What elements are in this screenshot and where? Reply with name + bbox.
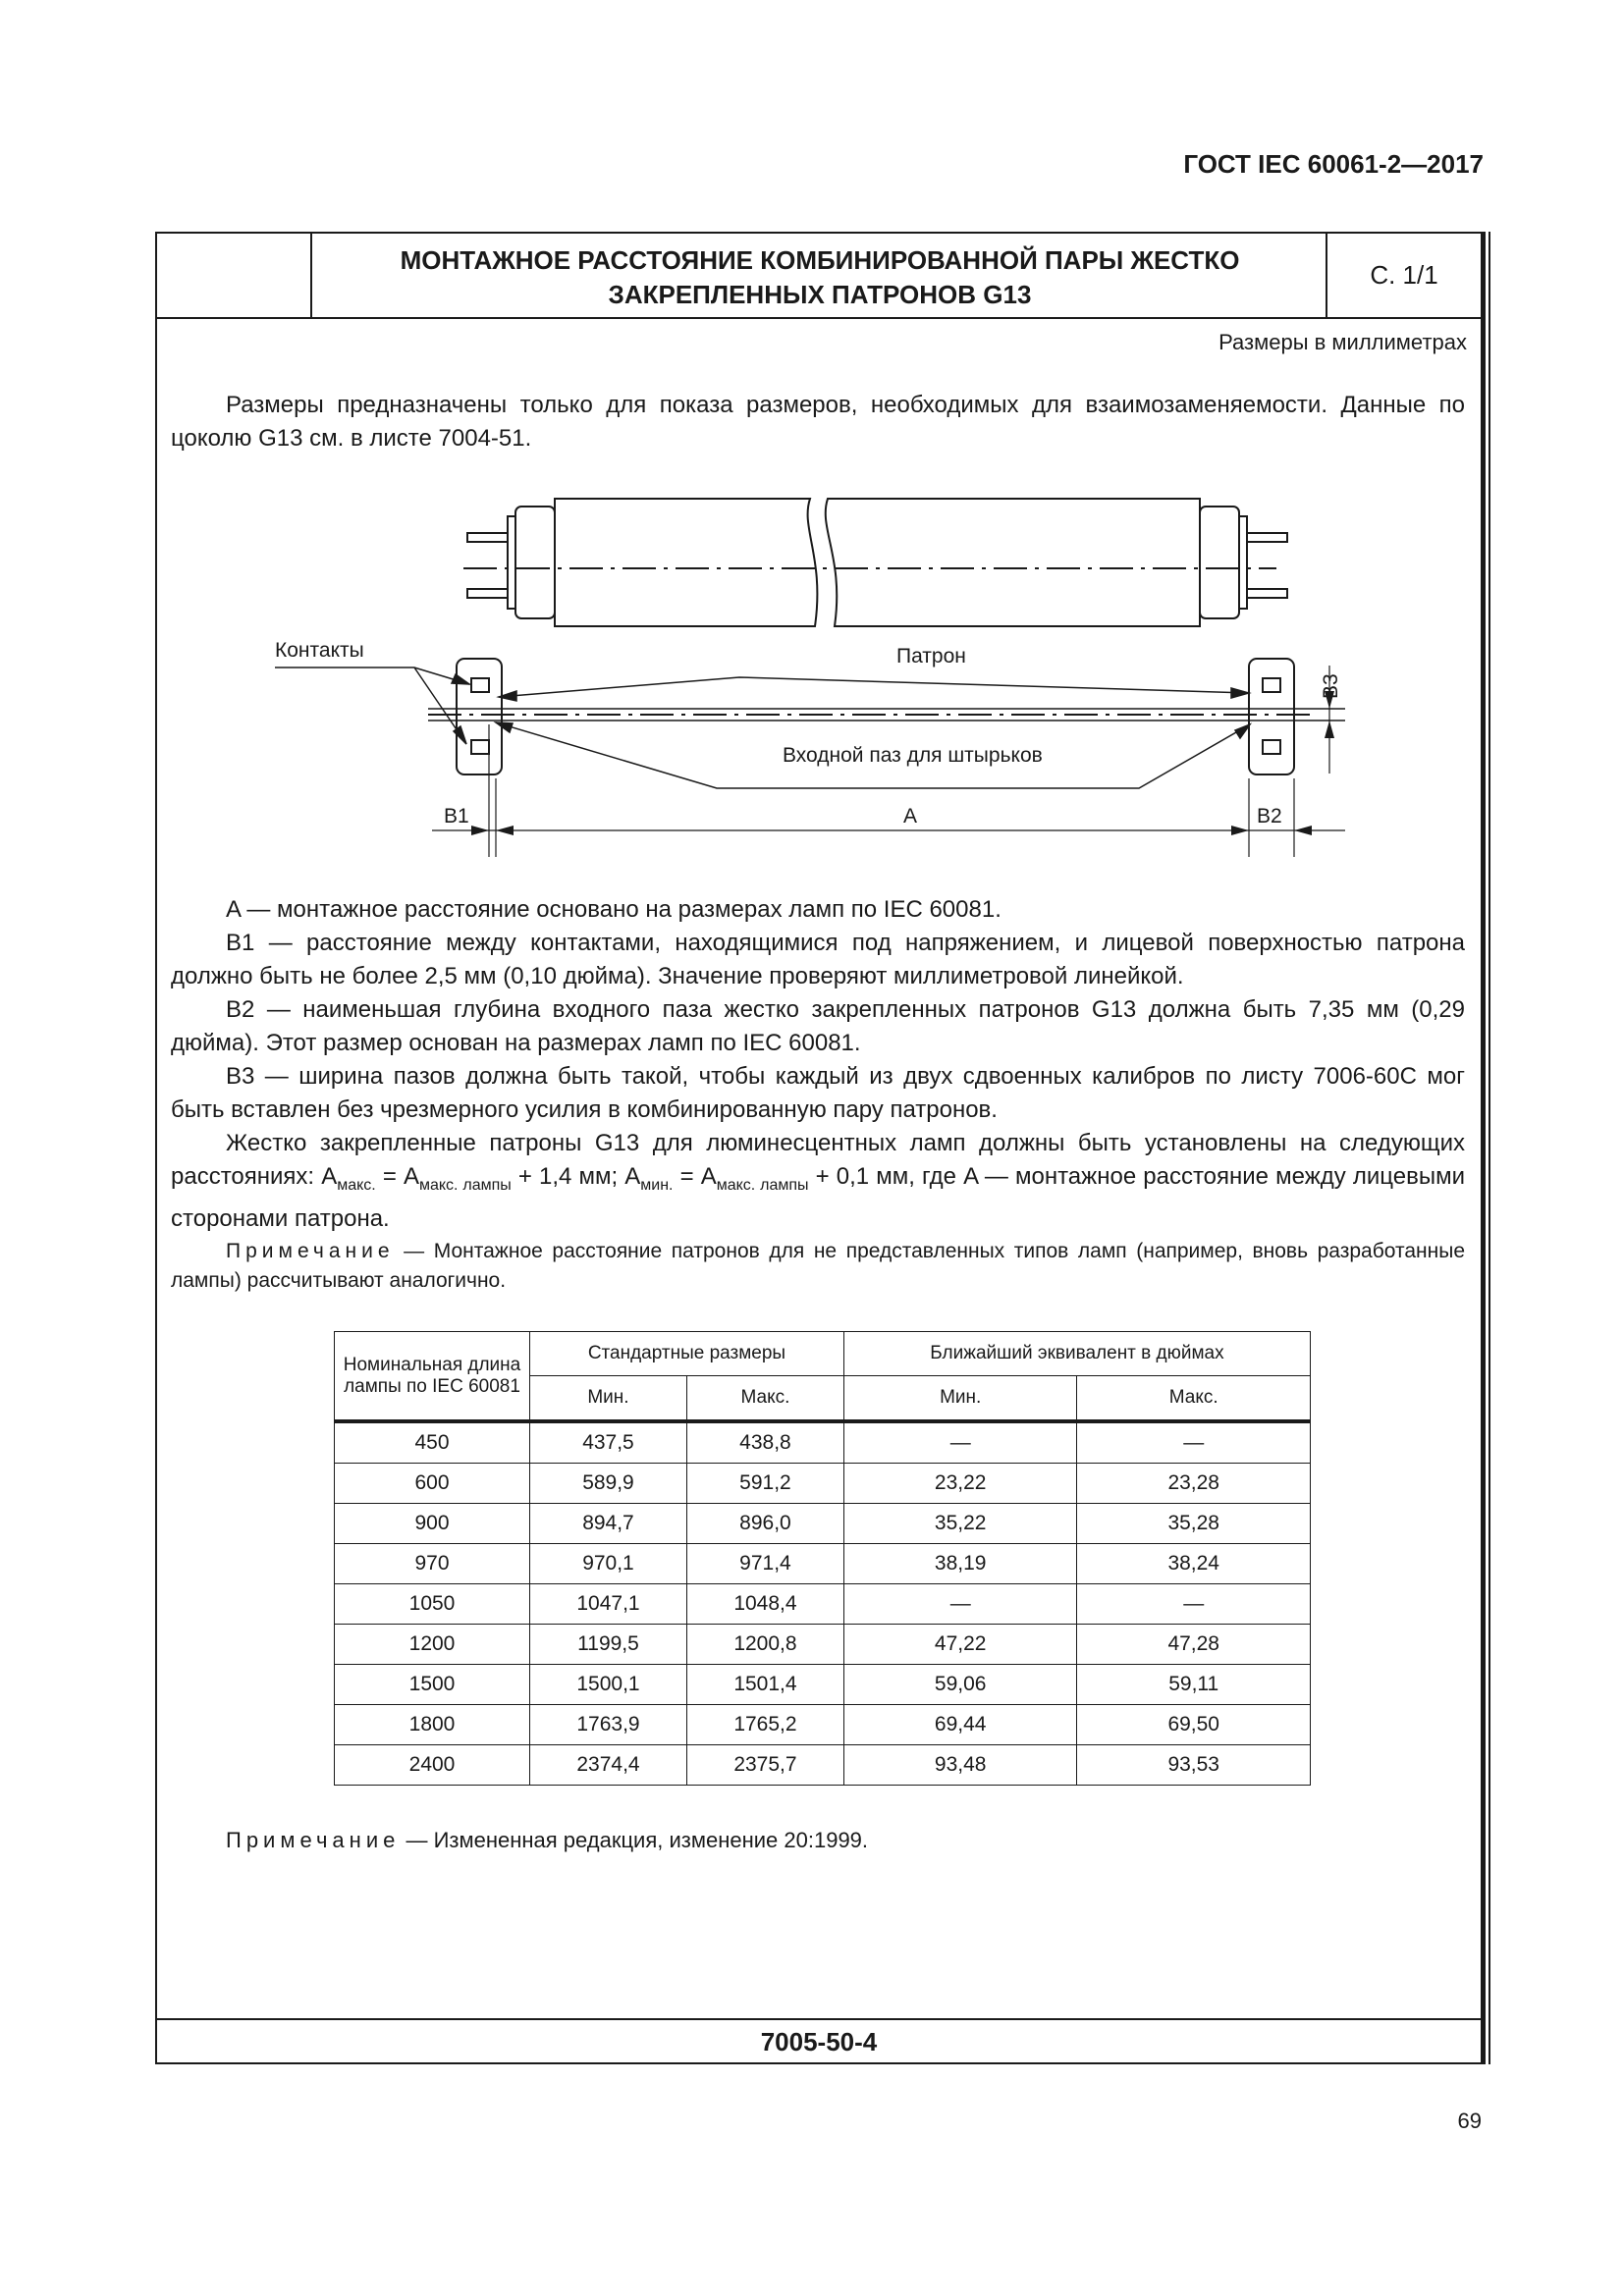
- standard-designation: ГОСТ IEC 60061-2—2017: [1183, 149, 1484, 179]
- table-cell: 1765,2: [685, 1704, 844, 1745]
- table-cell: 1199,5: [529, 1624, 687, 1665]
- mounting-distance-table: Номинальная длина лампы по IEC 60081 Ста…: [334, 1331, 1312, 1786]
- sheet-number: 7005-50-4: [157, 2018, 1481, 2064]
- table-cell: —: [842, 1419, 1078, 1464]
- table-cell: 450: [334, 1419, 530, 1464]
- table-cell: 38,19: [842, 1543, 1078, 1584]
- table-cell: 970: [334, 1543, 530, 1584]
- sheet-frame: МОНТАЖНОЕ РАССТОЯНИЕ КОМБИНИРОВАННОЙ ПАР…: [155, 232, 1483, 2064]
- table-cell: 2374,4: [529, 1744, 687, 1786]
- table-cell: 971,4: [685, 1543, 844, 1584]
- table-cell: 1050: [334, 1583, 530, 1625]
- label-b2: B2: [1257, 805, 1282, 828]
- header-std-min: Мин.: [529, 1375, 687, 1422]
- header-inch-max: Макс.: [1076, 1375, 1311, 1422]
- table-cell: 1200,8: [685, 1624, 844, 1665]
- note-1: Примечание — Монтажное расстояние патрон…: [171, 1240, 1465, 1292]
- title-line-2: ЗАКРЕПЛЕННЫХ ПАТРОНОВ G13: [608, 280, 1032, 309]
- table-cell: 23,28: [1076, 1463, 1311, 1504]
- table-cell: 59,11: [1076, 1664, 1311, 1705]
- label-a: A: [903, 805, 917, 828]
- label-slot: Входной паз для штырьков: [783, 744, 1043, 767]
- table-cell: 591,2: [685, 1463, 844, 1504]
- paragraph-rigid-holders: Жестко закрепленные патроны G13 для люми…: [171, 1130, 1466, 1232]
- label-contacts: Контакты: [275, 639, 364, 662]
- page-number: 69: [1457, 2109, 1482, 2133]
- header-blank-cell: [157, 234, 312, 317]
- title-line-1: МОНТАЖНОЕ РАССТОЯНИЕ КОМБИНИРОВАННОЙ ПАР…: [400, 245, 1240, 275]
- table-cell: 1048,4: [685, 1583, 844, 1625]
- units-note: Размеры в миллиметрах: [1218, 330, 1467, 354]
- intro-paragraph: Размеры предназначены только для показа …: [171, 392, 1465, 452]
- sheet-header: МОНТАЖНОЕ РАССТОЯНИЕ КОМБИНИРОВАННОЙ ПАР…: [157, 234, 1481, 319]
- table-cell: 93,48: [842, 1744, 1078, 1786]
- paragraph-b3: B3 — ширина пазов должна быть такой, что…: [171, 1063, 1465, 1123]
- table-cell: 23,22: [842, 1463, 1078, 1504]
- holder-diagram: Контакты Патрон Входной паз для штырьков…: [275, 498, 1345, 857]
- table-cell: 438,8: [685, 1419, 844, 1464]
- table-cell: 1500: [334, 1664, 530, 1705]
- table-cell: —: [842, 1583, 1078, 1625]
- header-std-max: Макс.: [685, 1375, 844, 1422]
- header-nominal: Номинальная длина лампы по IEC 60081: [334, 1331, 530, 1422]
- table-cell: 970,1: [529, 1543, 687, 1584]
- table-cell: —: [1076, 1419, 1311, 1464]
- table-cell: 35,28: [1076, 1503, 1311, 1544]
- table-cell: 894,7: [529, 1503, 687, 1544]
- table-cell: 1200: [334, 1624, 530, 1665]
- label-b1: B1: [444, 805, 469, 828]
- table-cell: 47,22: [842, 1624, 1078, 1665]
- table-cell: 896,0: [685, 1503, 844, 1544]
- sheet-title: МОНТАЖНОЕ РАССТОЯНИЕ КОМБИНИРОВАННОЙ ПАР…: [314, 243, 1326, 312]
- paragraph-b2: B2 — наименьшая глубина входного паза же…: [171, 996, 1465, 1056]
- table-cell: 1047,1: [529, 1583, 687, 1625]
- right-border-rail-thin: [1489, 232, 1490, 2064]
- table-cell: 35,22: [842, 1503, 1078, 1544]
- table-cell: 38,24: [1076, 1543, 1311, 1584]
- paragraph-b1: B1 — расстояние между контактами, находя…: [171, 930, 1465, 989]
- label-holder: Патрон: [896, 645, 966, 667]
- table-cell: 47,28: [1076, 1624, 1311, 1665]
- header-standard: Стандартные размеры: [529, 1331, 844, 1376]
- right-border-rail: [1482, 232, 1486, 2064]
- table-cell: 1500,1: [529, 1664, 687, 1705]
- note-2: Примечание — Измененная редакция, измене…: [226, 1828, 869, 1852]
- table-cell: 437,5: [529, 1419, 687, 1464]
- table-cell: 900: [334, 1503, 530, 1544]
- table-cell: 69,50: [1076, 1704, 1311, 1745]
- paragraph-a: A — монтажное расстояние основано на раз…: [226, 896, 1001, 923]
- table-cell: 1800: [334, 1704, 530, 1745]
- header-inch: Ближайший эквивалент в дюймах: [842, 1331, 1312, 1376]
- table-cell: —: [1076, 1583, 1311, 1625]
- table-cell: 600: [334, 1463, 530, 1504]
- table-cell: 589,9: [529, 1463, 687, 1504]
- table-cell: 69,44: [842, 1704, 1078, 1745]
- table-cell: 1763,9: [529, 1704, 687, 1745]
- table-cell: 1501,4: [685, 1664, 844, 1705]
- table-cell: 2400: [334, 1744, 530, 1786]
- sheet-index: С. 1/1: [1326, 234, 1481, 317]
- table-cell: 59,06: [842, 1664, 1078, 1705]
- label-b3: B3: [1320, 673, 1342, 699]
- header-inch-min: Мин.: [842, 1375, 1078, 1422]
- table-cell: 93,53: [1076, 1744, 1311, 1786]
- table-cell: 2375,7: [685, 1744, 844, 1786]
